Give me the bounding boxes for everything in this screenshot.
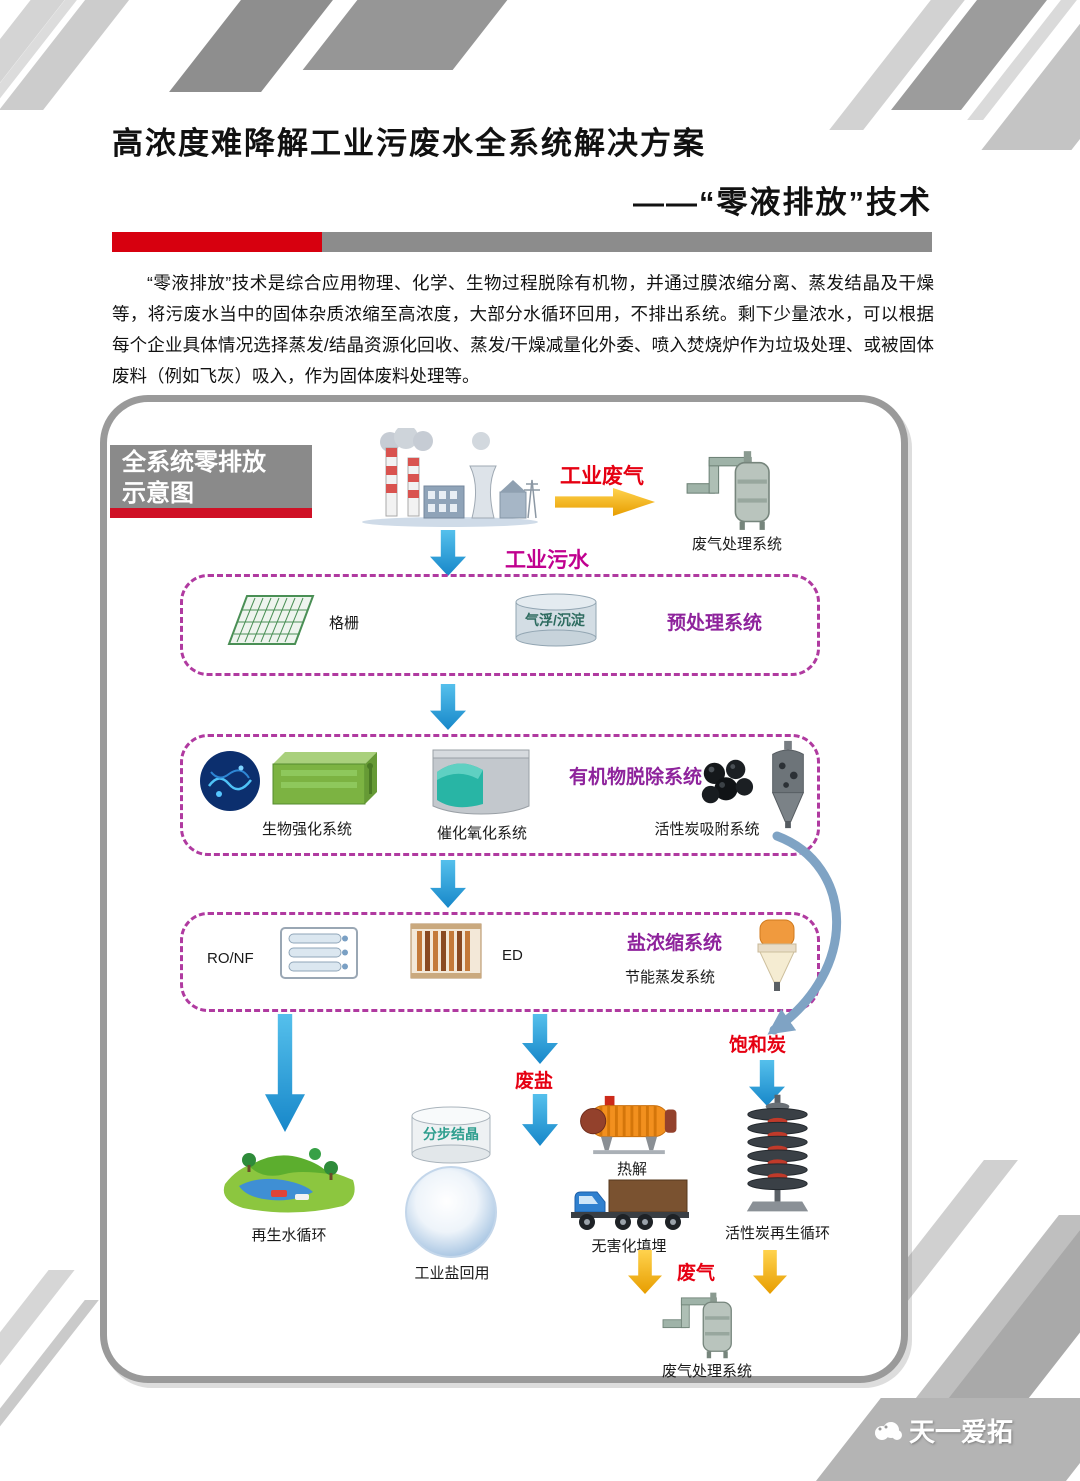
ed-stack-icon <box>410 923 482 979</box>
pretreatment-title: 预处理系统 <box>667 613 763 634</box>
flotation-label: 气浮/沉淀 <box>525 612 585 628</box>
evaporation-label: 节能蒸发系统 <box>625 969 716 986</box>
factory-icon <box>362 428 540 527</box>
salt-reuse-label: 工业盐回用 <box>414 1265 490 1282</box>
bio-reactor-icon <box>272 752 377 805</box>
pyrolysis-exchanger-icon <box>580 1095 677 1155</box>
pyrolysis-label: 热解 <box>616 1161 647 1178</box>
catalytic-system-label: 催化氧化系统 <box>436 825 527 842</box>
flow-arrow-3 <box>430 860 466 908</box>
flow-diagram: 全系统零排放 示意图 工业废气 废气处理系统 <box>100 395 908 1383</box>
waste-salt-label: 废盐 <box>515 1071 554 1092</box>
industrial-salt-icon <box>405 1166 497 1258</box>
carbon-spheres-icon <box>701 759 754 804</box>
intro-paragraph: “零液排放”技术是综合应用物理、化学、生物过程脱除有机物，并通过膜浓缩分离、蒸发… <box>112 273 934 386</box>
bar-screen-grid-icon <box>227 595 315 645</box>
carbon-adsorber-vessel-icon <box>771 740 805 829</box>
header: 高浓度难降解工业污废水全系统解决方案 ——“零液排放”技术 <box>112 118 932 222</box>
page-title: 高浓度难降解工业污废水全系统解决方案 <box>112 126 706 161</box>
grid-label: 格栅 <box>329 615 360 632</box>
ed-label: ED <box>502 947 523 964</box>
salt-concentration-title: 盐浓缩系统 <box>627 933 723 954</box>
badge-line2: 示意图 <box>122 480 194 507</box>
gas-scrubber-top-icon <box>685 448 790 532</box>
decorative-stripe <box>169 0 333 92</box>
bio-system-label: 生物强化系统 <box>261 821 352 838</box>
landfill-truck-icon <box>571 1179 689 1230</box>
industrial-wastewater-label: 工业污水 <box>505 549 589 572</box>
brand-watermark-text: 天一爱拓 <box>909 1417 1014 1447</box>
crystallizer-tank-icon <box>411 1106 491 1164</box>
catalytic-oxidation-tank-icon <box>432 749 530 815</box>
badge-red-strip <box>110 508 312 518</box>
water-recycle-landscape-icon <box>223 1148 355 1213</box>
gas-treatment-bottom-label: 废气处理系统 <box>661 1363 752 1380</box>
organic-removal-box <box>180 734 820 856</box>
diagram-badge: 全系统零排放 示意图 <box>110 445 312 518</box>
diagram-badge-text: 全系统零排放 示意图 <box>110 445 312 508</box>
saturated-carbon-label: 饱和炭 <box>729 1035 787 1056</box>
waste-salt-arrow-bottom <box>522 1094 558 1146</box>
accent-bar-red <box>112 232 322 252</box>
accent-bar <box>112 232 932 252</box>
salt-concentration-box <box>180 912 820 1012</box>
pretreatment-box <box>180 574 820 676</box>
badge-line1: 全系统零排放 <box>122 449 266 476</box>
industrial-gas-label: 工业废气 <box>560 465 644 488</box>
organic-removal-title: 有机物脱除系统 <box>569 767 703 788</box>
evaporator-vessel-icon <box>757 919 797 991</box>
waste-gas-arrow-left <box>628 1250 662 1294</box>
flow-arrow-2 <box>430 684 466 730</box>
ro-nf-membrane-icon <box>280 927 358 979</box>
carbon-regen-label: 活性炭再生循环 <box>724 1225 830 1242</box>
carbon-adsorb-label: 活性炭吸附系统 <box>654 821 760 838</box>
gas-treatment-top-label: 废气处理系统 <box>691 536 782 553</box>
brand-watermark: 天一爱拓 <box>872 1412 1013 1449</box>
decorative-stripe <box>302 0 508 70</box>
water-recycle-arrow <box>265 1014 305 1132</box>
page-subtitle: ——“零液排放”技术 <box>633 185 932 220</box>
carbon-regeneration-column-icon <box>746 1094 809 1212</box>
bio-microbe-icon <box>200 751 260 811</box>
gas-right-arrow <box>555 488 655 516</box>
flotation-tank-icon <box>515 593 597 647</box>
brand-cloud-icon <box>875 1421 902 1440</box>
waste-gas-arrow-right <box>753 1250 787 1294</box>
crystallization-label: 分步结晶 <box>423 1126 479 1142</box>
flow-arrow-1 <box>430 530 466 576</box>
ro-nf-label: RO/NF <box>207 950 254 967</box>
waste-gas-label: 废气 <box>677 1263 716 1284</box>
landfill-label: 无害化填埋 <box>591 1238 667 1255</box>
curved-flow-arrow <box>767 831 842 1035</box>
gas-scrubber-bottom-icon <box>655 1290 755 1360</box>
water-recycle-label: 再生水循环 <box>251 1227 327 1244</box>
waste-salt-arrow-top <box>522 1014 558 1064</box>
